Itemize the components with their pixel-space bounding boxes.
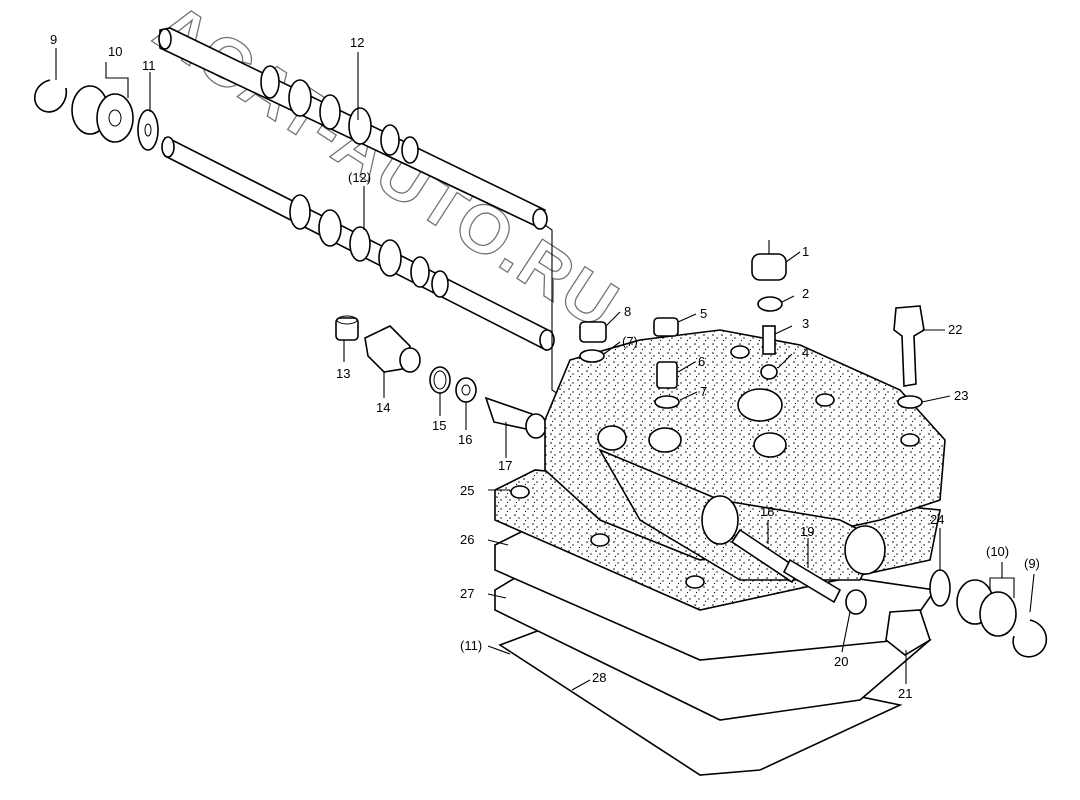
plug-1 <box>751 240 787 281</box>
spring-3 <box>762 325 776 355</box>
snap-ring-9-right <box>1012 619 1048 658</box>
washer-2 <box>757 296 783 312</box>
spring-18 <box>730 528 802 584</box>
valve-shaft-upper <box>158 27 548 230</box>
callout-4: 4 <box>802 345 809 360</box>
callout-18: 18 <box>760 504 774 519</box>
spring-19 <box>782 558 842 604</box>
callout-9: 9 <box>50 32 57 47</box>
callout-labels: 9 10 11 12 (12) 1 2 3 4 5 6 7 (7) 8 13 1… <box>50 32 1040 701</box>
callout-17: 17 <box>498 458 512 473</box>
snap-ring-9 <box>33 79 68 113</box>
nut-10-right <box>956 579 1017 637</box>
valve-housing <box>510 329 946 589</box>
callout-19: 19 <box>800 524 814 539</box>
callout-7: 7 <box>700 384 707 399</box>
callout-6: 6 <box>698 354 705 369</box>
callout-9b: (9) <box>1024 556 1040 571</box>
callout-27: 22 <box>948 322 962 337</box>
o-ring-15 <box>429 366 451 394</box>
bolt-27 <box>893 305 925 387</box>
callout-5: 5 <box>700 306 707 321</box>
callout-22: 25 <box>460 483 474 498</box>
cap-13 <box>335 315 359 341</box>
callout-3: 3 <box>802 316 809 331</box>
plug-20 <box>845 589 867 615</box>
callout-11b: 24 <box>930 512 944 527</box>
callout-7b: (7) <box>622 334 638 349</box>
callout-16: 16 <box>458 432 472 447</box>
callout-10b: (10) <box>986 544 1009 559</box>
fitting-6 <box>656 361 678 389</box>
washer-11-right <box>929 569 951 607</box>
valve-shaft-lower <box>161 136 555 352</box>
plunger-17 <box>484 396 547 439</box>
bolt-5 <box>653 317 679 337</box>
callout-20: 20 <box>834 654 848 669</box>
nut-10 <box>71 85 134 143</box>
leader-lines <box>55 48 1035 691</box>
callout-2: 2 <box>802 286 809 301</box>
callout-24: 27 <box>460 586 474 601</box>
callout-28: 23 <box>954 388 968 403</box>
fitting-14 <box>364 325 421 373</box>
callout-23: 26 <box>460 532 474 547</box>
callout-13: 13 <box>336 366 350 381</box>
washer-7 <box>654 395 680 409</box>
bolt-8 <box>579 321 607 363</box>
callout-12b: (12) <box>348 170 371 185</box>
washer-11 <box>137 109 159 151</box>
callout-1: 1 <box>802 244 809 259</box>
callout-8: 8 <box>624 304 631 319</box>
callout-15: 15 <box>432 418 446 433</box>
callout-12: 12 <box>350 35 364 50</box>
ball-4 <box>760 364 778 380</box>
callout-26: (11) <box>460 638 482 653</box>
bolt-21 <box>885 609 931 656</box>
callout-25: 28 <box>592 670 606 685</box>
callout-11: 11 <box>142 58 156 73</box>
bushing-16 <box>455 377 477 403</box>
washer-28 <box>897 395 923 409</box>
callout-21: 21 <box>898 686 912 701</box>
callout-10: 10 <box>108 44 122 59</box>
callout-14: 14 <box>376 400 390 415</box>
